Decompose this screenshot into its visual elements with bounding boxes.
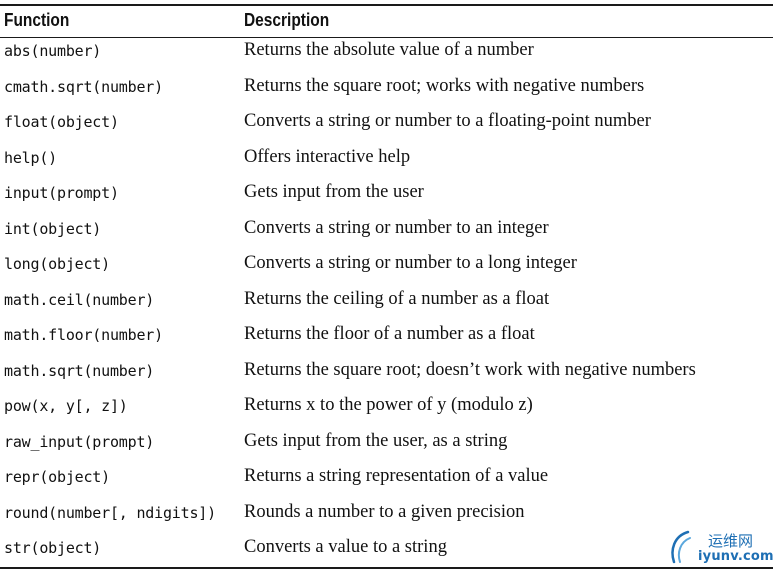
table-row: math.ceil(number) Returns the ceiling of… bbox=[0, 283, 773, 318]
description-cell: Gets input from the user, as a string bbox=[244, 430, 508, 451]
description-cell: Returns the floor of a number as a float bbox=[244, 324, 535, 344]
table-row: help() Offers interactive help bbox=[0, 141, 773, 176]
description-cell: Converts a value to a string bbox=[244, 537, 447, 557]
function-cell: pow(x, y[, z]) bbox=[4, 397, 128, 415]
table-row: round(number[, ndigits]) Rounds a number… bbox=[0, 496, 773, 531]
function-cell: cmath.sqrt(number) bbox=[4, 77, 163, 96]
table-row: int(object) Converts a string or number … bbox=[0, 212, 773, 247]
table-row: raw_input(prompt) Gets input from the us… bbox=[0, 425, 773, 460]
table-row: abs(number) Returns the absolute value o… bbox=[0, 34, 773, 69]
description-cell: Offers interactive help bbox=[244, 146, 411, 167]
table-header: Function Description bbox=[0, 8, 773, 36]
table-row: str(object) Converts a value to a string bbox=[0, 531, 773, 566]
function-cell: raw_input(prompt) bbox=[4, 432, 155, 451]
header-function: Function bbox=[4, 10, 70, 30]
table-row: math.sqrt(number) Returns the square roo… bbox=[0, 354, 773, 389]
table-row: repr(object) Returns a string representa… bbox=[0, 460, 773, 495]
function-cell: math.floor(number) bbox=[4, 326, 163, 344]
function-cell: int(object) bbox=[4, 219, 102, 238]
description-cell: Converts a string or number to a floatin… bbox=[244, 111, 651, 131]
description-cell: Returns the absolute value of a number bbox=[244, 40, 534, 60]
watermark: 运维网 iyunv.com bbox=[668, 528, 773, 568]
watermark-logo-icon bbox=[671, 530, 691, 564]
watermark-cn-text: 运维网 bbox=[708, 532, 754, 550]
function-cell: help() bbox=[4, 148, 57, 167]
description-cell: Rounds a number to a given precision bbox=[244, 501, 525, 522]
description-cell: Returns x to the power of y (modulo z) bbox=[244, 395, 533, 415]
table-row: pow(x, y[, z]) Returns x to the power of… bbox=[0, 389, 773, 424]
function-cell: str(object) bbox=[4, 539, 102, 557]
function-cell: abs(number) bbox=[4, 42, 102, 60]
table-top-rule bbox=[0, 4, 773, 6]
function-cell: math.sqrt(number) bbox=[4, 361, 155, 380]
header-description: Description bbox=[244, 10, 330, 30]
description-cell: Returns the square root; works with nega… bbox=[244, 75, 645, 96]
table-row: long(object) Converts a string or number… bbox=[0, 247, 773, 282]
table-row: math.floor(number) Returns the floor of … bbox=[0, 318, 773, 353]
function-cell: input(prompt) bbox=[4, 184, 119, 202]
description-cell: Returns the square root; doesn’t work wi… bbox=[244, 359, 696, 380]
watermark-url: iyunv.com bbox=[698, 549, 773, 564]
description-cell: Returns the ceiling of a number as a flo… bbox=[244, 288, 550, 309]
table-row: input(prompt) Gets input from the user bbox=[0, 176, 773, 211]
function-cell: repr(object) bbox=[4, 468, 110, 486]
function-cell: math.ceil(number) bbox=[4, 290, 155, 309]
table-header-rule bbox=[0, 37, 773, 38]
table-row: float(object) Converts a string or numbe… bbox=[0, 105, 773, 140]
function-cell: float(object) bbox=[4, 113, 119, 131]
table-row: cmath.sqrt(number) Returns the square ro… bbox=[0, 70, 773, 105]
description-cell: Gets input from the user bbox=[244, 182, 424, 202]
description-cell: Converts a string or number to an intege… bbox=[244, 217, 549, 238]
description-cell: Converts a string or number to a long in… bbox=[244, 253, 577, 273]
description-cell: Returns a string representation of a val… bbox=[244, 466, 549, 486]
table-bottom-rule bbox=[0, 567, 773, 569]
function-cell: long(object) bbox=[4, 255, 110, 273]
function-cell: round(number[, ndigits]) bbox=[4, 503, 216, 522]
